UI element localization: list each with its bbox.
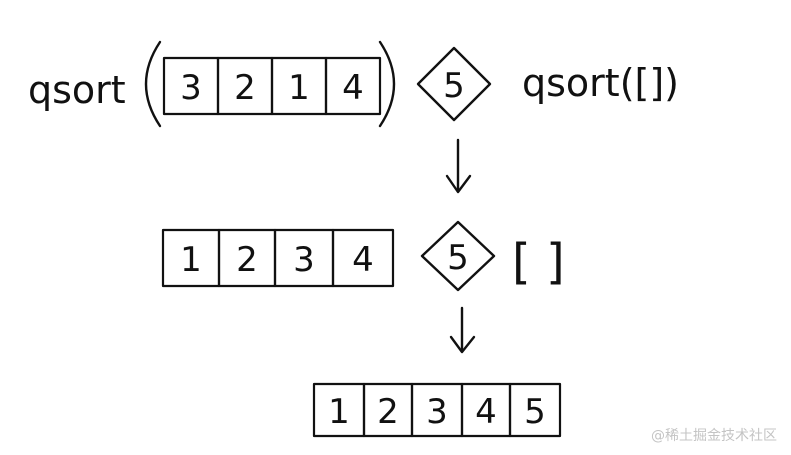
arrow-down-2 — [449, 306, 476, 354]
row1-value-0: 3 — [180, 68, 202, 108]
row1-pivot: 5 — [416, 46, 492, 122]
row2-value-0: 1 — [180, 240, 202, 280]
row3-cell-4 — [508, 382, 562, 438]
row1-value-1: 2 — [234, 68, 256, 108]
watermark-text: @稀土掘金技术社区 — [651, 428, 777, 444]
row2-pivot: 5 — [420, 220, 496, 292]
arrow-down-1 — [445, 138, 472, 194]
row1-array: 3 2 1 4 — [162, 56, 382, 116]
row2-value-2: 3 — [293, 240, 315, 280]
row2-array: 1 2 3 4 — [161, 228, 395, 288]
row1-cell-3 — [324, 56, 382, 116]
row2-pivot-value: 5 — [447, 238, 469, 278]
row1-call-label: qsort — [28, 68, 126, 112]
row3-value-3: 4 — [475, 392, 497, 432]
row2-pivot-diamond — [420, 220, 496, 292]
row3-result-array: 1 2 3 4 5 — [312, 382, 562, 438]
row1-value-3: 4 — [342, 68, 364, 108]
row3-value-0: 1 — [328, 392, 350, 432]
row2-right-array: [ ] — [512, 234, 565, 290]
arrow-down-2-head — [449, 335, 476, 354]
row2-value-1: 2 — [236, 240, 258, 280]
row1-pivot-value: 5 — [443, 66, 465, 106]
row1-right-paren — [378, 40, 396, 128]
row3-value-4: 5 — [524, 392, 546, 432]
row1-right-call: qsort([]) — [522, 61, 679, 105]
row1-left-paren — [144, 40, 162, 128]
row3-value-2: 3 — [426, 392, 448, 432]
arrow-down-1-head — [445, 174, 472, 194]
row2-value-3: 4 — [352, 240, 374, 280]
row1-pivot-diamond — [416, 46, 492, 122]
row2-cell-3 — [331, 228, 395, 288]
row3-value-1: 2 — [377, 392, 399, 432]
row1-value-2: 1 — [288, 68, 310, 108]
